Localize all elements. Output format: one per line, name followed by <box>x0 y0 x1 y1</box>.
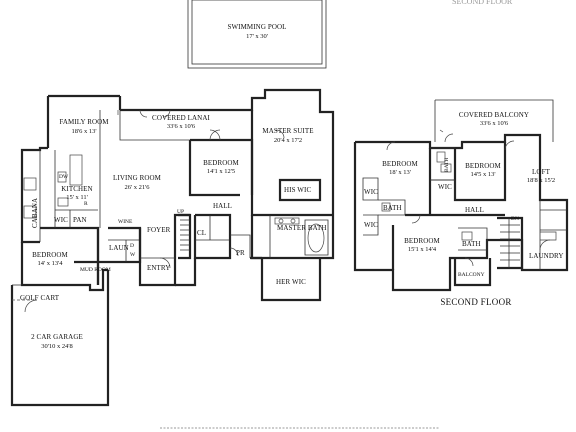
bedroom2-name: BEDROOM <box>32 251 68 259</box>
balcony-label: BALCONY <box>458 272 485 278</box>
second-bath1-label: BATH <box>383 204 402 212</box>
bedroom2-dims: 14' x 13'4 <box>37 260 63 267</box>
wine-label: WINE <box>118 219 133 225</box>
second-wic1-label: WIC <box>364 188 378 196</box>
second-floor-walls <box>353 99 569 292</box>
family-room-dims: 18'6 x 13' <box>71 128 96 135</box>
closet-label: CL <box>197 229 206 237</box>
second-bedroom3-dims: 15'1 x 14'4 <box>408 246 437 253</box>
second-bedroom2-dims: 14'5 x 13' <box>470 171 495 178</box>
second-bath3-label: BATH <box>462 240 481 248</box>
hall-label: HALL <box>213 202 232 210</box>
second-bedroom1-name: BEDROOM <box>382 160 418 168</box>
bedroom1-name: BEDROOM <box>203 159 239 167</box>
living-room-name: LIVING ROOM <box>113 174 162 182</box>
stair-down-label: DN <box>511 216 519 222</box>
mud-room-label: MUD ROOM <box>80 267 111 273</box>
garage-name: 2 CAR GARAGE <box>31 333 83 341</box>
master-suite-dims: 20'4 x 17'2 <box>274 137 302 144</box>
second-laundry-label: LAUNDRY <box>529 252 564 260</box>
dw-label: DW <box>59 174 69 180</box>
second-hall-label: HALL <box>465 206 484 214</box>
second-bedroom3-name: BEDROOM <box>404 237 440 245</box>
covered-balcony-name: COVERED BALCONY <box>459 111 529 119</box>
second-bedroom1-dims: 18' x 13' <box>389 169 411 176</box>
cabana-label: CABANA <box>31 198 39 228</box>
entry-label: ENTRY <box>147 264 170 272</box>
swimming-pool: SWIMMING POOL 17' x 30' <box>187 0 327 69</box>
kitchen-dims: 15' x 11' <box>66 194 88 201</box>
second-floor-labels: COVERED BALCONY 33'6 x 10'6 BEDROOM 18' … <box>364 111 564 278</box>
pantry-label: PAN <box>73 216 87 224</box>
second-bath2-label: BATH <box>444 158 450 172</box>
pool-dims: 17' x 30' <box>246 33 268 40</box>
second-wic3-label: WIC <box>438 183 452 191</box>
foyer-label: FOYER <box>147 226 171 234</box>
first-floor-fixtures <box>12 109 325 313</box>
powder-room-label: PR <box>236 249 245 257</box>
family-room-name: FAMILY ROOM <box>59 118 109 126</box>
second-bedroom2-name: BEDROOM <box>465 162 501 170</box>
second-floor-fixtures <box>381 129 557 267</box>
second-floor-title: SECOND FLOOR <box>440 297 511 307</box>
first-floor-walls <box>10 88 335 407</box>
loft-name: LOFT <box>532 168 551 176</box>
loft-dims: 18'8 x 15'2 <box>527 177 555 184</box>
covered-balcony-dims: 33'6 x 10'6 <box>480 120 509 127</box>
garage-dims: 30'10 x 24'8 <box>41 343 73 350</box>
washer-label: W <box>130 252 136 258</box>
master-suite-name: MASTER SUITE <box>262 127 313 135</box>
living-room-dims: 26' x 21'6 <box>124 184 150 191</box>
fridge-label: R <box>84 201 88 207</box>
dryer-label: D <box>130 243 134 249</box>
her-wic-label: HER WIC <box>276 278 306 286</box>
cropped-header-text: SECOND FLOOR <box>452 0 513 6</box>
his-wic-label: HIS WIC <box>284 186 311 194</box>
pool-name: SWIMMING POOL <box>227 23 286 31</box>
stair-up-label: UP <box>177 209 184 215</box>
wic-label: WIC <box>54 216 68 224</box>
kitchen-name: KITCHEN <box>61 185 92 193</box>
laundry-label: LAUN <box>109 244 129 252</box>
golf-cart-label: GOLF CART <box>20 294 60 302</box>
lanai-name: COVERED LANAI <box>152 114 210 122</box>
master-bath-label: MASTER BATH <box>277 224 327 232</box>
bedroom1-dims: 14'1 x 12'5 <box>207 168 235 175</box>
first-floor-labels: FAMILY ROOM 18'6 x 13' COVERED LANAI 33'… <box>20 114 327 350</box>
lanai-dims: 33'6 x 10'6 <box>167 123 196 130</box>
second-wic2-label: WIC <box>364 221 378 229</box>
